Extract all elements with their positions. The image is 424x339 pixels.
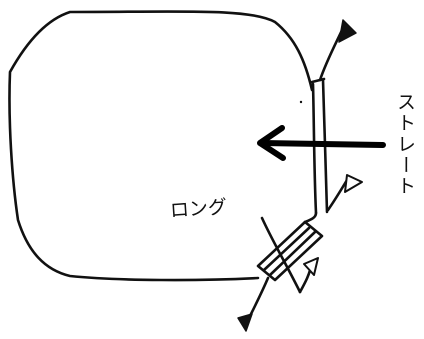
label-long: ロング [169,198,227,221]
label-straight: ストレート [392,92,414,197]
mid-flag-pole [328,180,347,210]
straight-line-left [313,84,316,213]
stray-dot [300,101,302,103]
long-section-connector [305,213,316,222]
flag-bottom-left [238,314,252,331]
bottom-flag-pole [250,278,268,316]
flag-top-right [339,20,356,42]
flag-lower-center [304,258,318,275]
arrow-shaft [262,143,383,145]
flag-mid-right [345,175,362,192]
